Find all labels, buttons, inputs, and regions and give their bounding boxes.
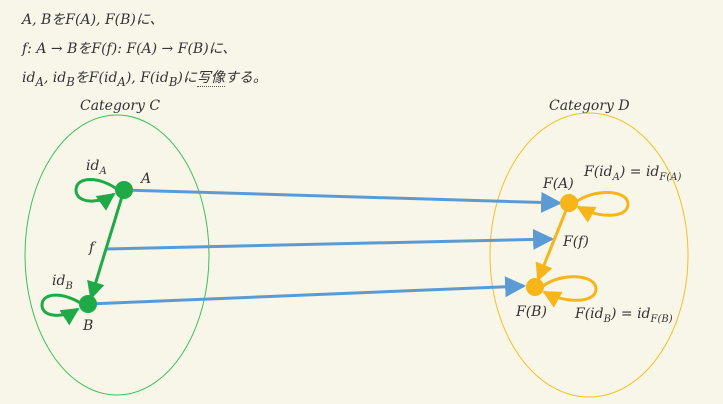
morphism-f-arrow <box>87 189 126 300</box>
t-f-id-a: をF(id <box>74 70 118 86</box>
node-fa-label: F(A) <box>542 176 574 192</box>
t-suru: する。 <box>224 70 267 86</box>
fida-lhs: F(id <box>583 164 613 180</box>
id-a-loop <box>74 178 119 211</box>
t-ni: )に <box>177 70 197 86</box>
node-fa <box>560 194 578 212</box>
node-fb <box>526 278 544 296</box>
category-c-ellipse <box>24 114 210 396</box>
morphism-ff-label: F(f) <box>562 234 589 250</box>
fidb-lhs: F(id <box>574 306 604 322</box>
description-line-1: A, BをF(A), F(B)に、 <box>22 6 267 35</box>
node-a <box>115 181 133 199</box>
fida-rhs-sub: F(A) <box>658 172 681 183</box>
id-a-text: id <box>86 158 99 174</box>
t-sub-a2: A <box>117 74 126 89</box>
description-line-2: f: A → BをF(f): F(A) → F(B)に、 <box>22 35 267 64</box>
id-b-label: idB <box>52 273 73 292</box>
category-d-label: Category D <box>549 98 630 114</box>
description-line-2-text: f: A → BをF(f): F(A) → F(B)に、 <box>22 41 237 57</box>
fidb-mid: ) = id <box>610 306 651 322</box>
t-sub-a: A <box>35 74 44 89</box>
functor-arrow-a <box>123 188 563 213</box>
t-f-id-b: ), F(id <box>125 70 169 86</box>
t-id-a: id <box>22 70 36 86</box>
id-b-loop <box>40 293 83 326</box>
functor-arrow-f <box>105 228 555 251</box>
node-b-label: B <box>82 318 93 334</box>
fidb-rhs-sub: F(B) <box>650 314 673 325</box>
morphism-f-label: f <box>88 240 97 256</box>
morphism-ff-arrow <box>535 202 571 282</box>
id-a-label: idA <box>86 158 107 177</box>
f-id-a-equation: F(idA) = idF(A) <box>583 164 681 183</box>
description-line-3: idA, idBをF(idA), F(idB)に写像する。 <box>22 64 267 97</box>
f-id-b-equation: F(idB) = idF(B) <box>574 306 673 325</box>
t-sub-b: B <box>66 74 75 89</box>
fidb-sub: B <box>603 314 611 325</box>
f-id-a-loop <box>575 190 630 223</box>
description-text: A, BをF(A), F(B)に、 f: A → BをF(f): F(A) → … <box>22 6 267 97</box>
description-line-1-text: A, BをF(A), F(B)に、 <box>22 12 164 28</box>
f-id-b-loop <box>541 275 598 308</box>
id-b-text: id <box>52 273 65 289</box>
t-shazo: 写像 <box>196 70 225 87</box>
functor-arrow-b <box>87 276 527 306</box>
node-fb-label: F(B) <box>515 304 547 320</box>
node-a-label: A <box>139 171 151 187</box>
t-sub-b2: B <box>168 74 178 89</box>
id-b-sub: B <box>64 281 72 292</box>
category-c-label: Category C <box>80 98 160 114</box>
node-b <box>79 295 97 313</box>
fida-sub: A <box>612 172 620 183</box>
category-d-ellipse <box>489 112 689 398</box>
id-a-sub: A <box>98 166 106 177</box>
fida-mid: ) = id <box>619 164 660 180</box>
t-id-b: , id <box>43 70 67 86</box>
